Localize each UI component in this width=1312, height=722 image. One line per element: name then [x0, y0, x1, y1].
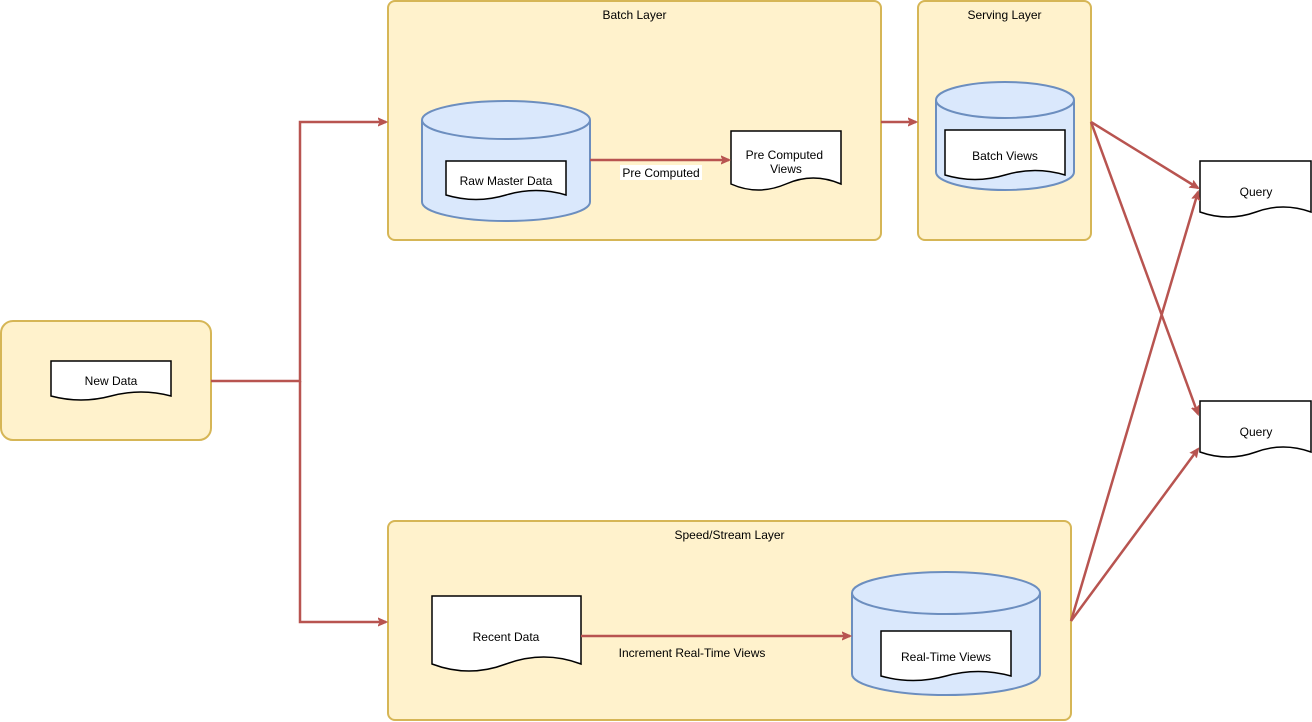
edge-serving-to-query-top	[1090, 120, 1198, 188]
new-data-document: New Data	[50, 360, 172, 401]
edge-speed-to-query-top	[1069, 192, 1198, 622]
pre-computed-views-line-2: Views	[770, 162, 802, 176]
query-document-bottom: Query	[1199, 400, 1312, 458]
pre-computed-views-label: Pre Computed Views	[746, 148, 827, 176]
new-data-label: New Data	[85, 374, 138, 388]
serving-layer-title: Serving Layer	[967, 8, 1041, 22]
edge-label-pre-computed-group: Pre Computed	[620, 165, 702, 180]
recent-data-label: Recent Data	[473, 630, 540, 644]
raw-master-data-document: Raw Master Data	[445, 160, 567, 201]
edge-label-increment-group: Increment Real-Time Views	[617, 645, 767, 660]
edge-serving-to-query-bottom	[1089, 121, 1198, 414]
raw-master-data-label: Raw Master Data	[460, 174, 553, 188]
pre-computed-views-document: Pre Computed Views	[730, 130, 842, 191]
batch-views-label: Batch Views	[972, 149, 1038, 163]
edge-speed-to-query-bottom	[1069, 449, 1198, 622]
edge-new-data-to-batch-layer	[211, 122, 386, 383]
edge-label-pre-computed: Pre Computed	[622, 166, 699, 180]
batch-layer-title: Batch Layer	[602, 8, 666, 22]
edge-new-data-to-speed-layer	[298, 381, 386, 622]
real-time-views-document: Real-Time Views	[880, 630, 1012, 682]
pre-computed-views-line-1: Pre Computed	[746, 148, 823, 162]
recent-data-document: Recent Data	[431, 595, 582, 672]
edge-label-increment-real-time-views: Increment Real-Time Views	[619, 646, 766, 660]
query-bottom-label: Query	[1240, 425, 1273, 439]
query-top-label: Query	[1240, 185, 1273, 199]
real-time-views-label: Real-Time Views	[901, 650, 991, 664]
query-document-top: Query	[1199, 160, 1312, 218]
batch-views-document: Batch Views	[944, 129, 1066, 181]
speed-layer-title: Speed/Stream Layer	[674, 528, 784, 542]
